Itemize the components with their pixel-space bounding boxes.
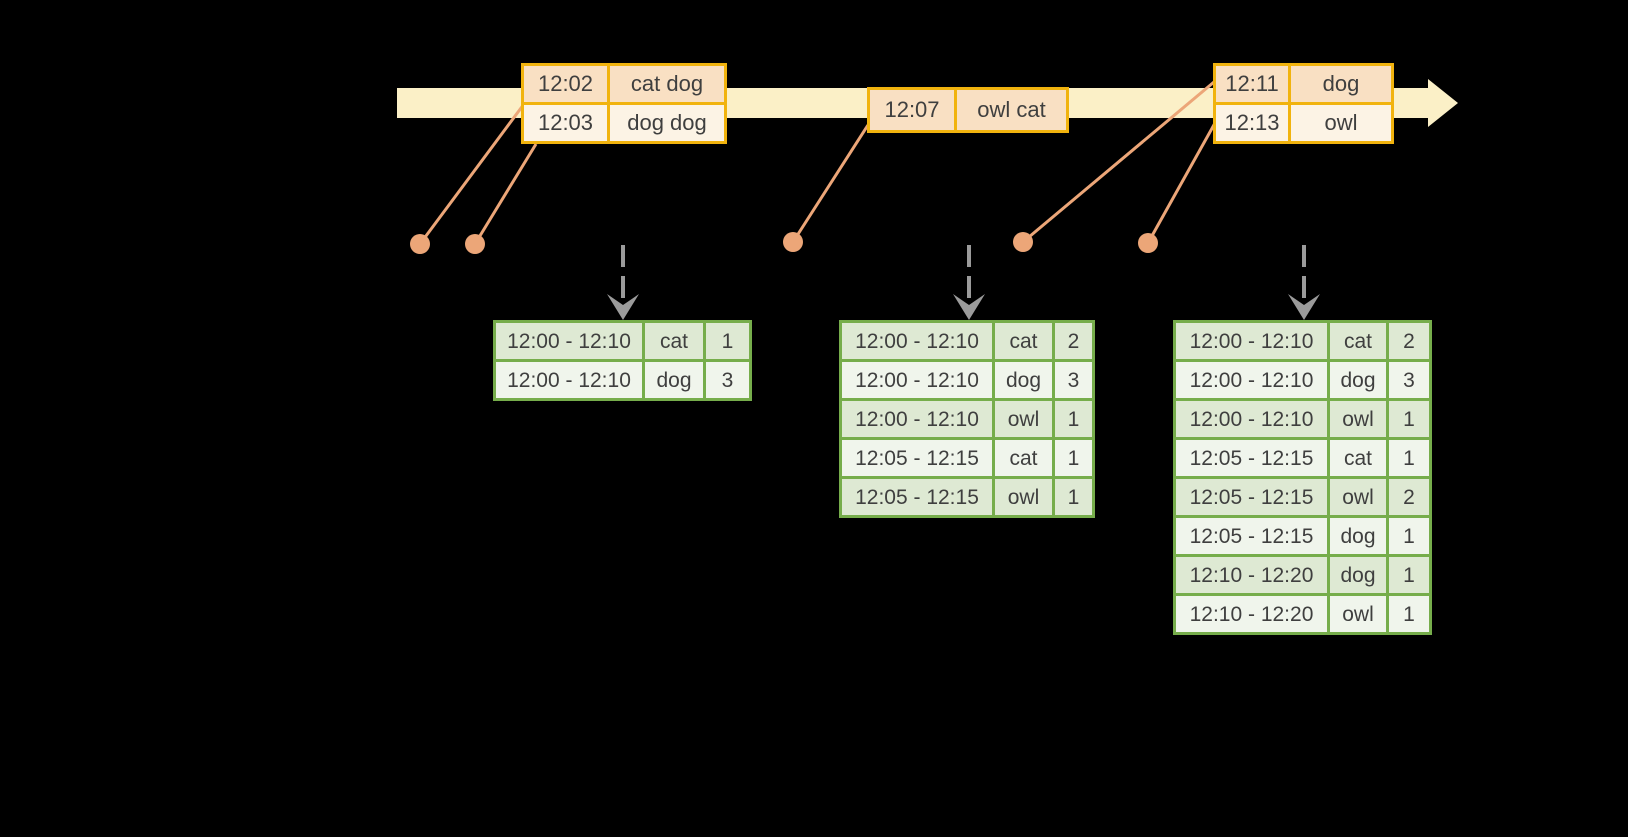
word-cell: dog <box>1330 362 1386 398</box>
word-cell: cat <box>995 440 1052 476</box>
word-cell: cat <box>645 323 703 359</box>
word-cell: cat <box>995 323 1052 359</box>
word-cell: dog <box>1330 557 1386 593</box>
count-cell: 3 <box>706 362 749 398</box>
count-cell: 1 <box>1389 518 1429 554</box>
window-cell: 12:10 - 12:20 <box>1176 596 1327 632</box>
trigger-arrow <box>953 245 985 320</box>
event-time-cell: 12:03 <box>524 105 607 141</box>
event-connector-lines <box>418 80 1217 245</box>
event-connector-line <box>473 143 538 245</box>
count-cell: 3 <box>1055 362 1092 398</box>
count-cell: 2 <box>1389 323 1429 359</box>
count-cell: 2 <box>1055 323 1092 359</box>
arrow-down-icon <box>1288 294 1320 320</box>
count-cell: 1 <box>1389 401 1429 437</box>
arrow-down-icon <box>607 294 639 320</box>
window-cell: 12:05 - 12:15 <box>1176 518 1327 554</box>
window-cell: 12:00 - 12:10 <box>1176 323 1327 359</box>
window-cell: 12:00 - 12:10 <box>842 362 992 398</box>
word-cell: dog <box>645 362 703 398</box>
window-cell: 12:00 - 12:10 <box>496 362 642 398</box>
word-cell: dog <box>1330 518 1386 554</box>
word-cell: dog <box>995 362 1052 398</box>
window-cell: 12:00 - 12:10 <box>842 401 992 437</box>
word-cell: owl <box>1330 596 1386 632</box>
result-table-1: 12:00 - 12:10 cat 1 12:00 - 12:10 dog 3 <box>493 320 752 401</box>
event-time-cell: 12:13 <box>1216 105 1288 141</box>
event-time-cell: 12:11 <box>1216 66 1288 102</box>
count-cell: 1 <box>1055 440 1092 476</box>
event-connector-line <box>1022 80 1215 244</box>
window-cell: 12:05 - 12:15 <box>842 479 992 515</box>
event-dot <box>465 234 485 254</box>
event-dot <box>410 234 430 254</box>
count-cell: 1 <box>1055 479 1092 515</box>
event-table-1: 12:02 cat dog 12:03 dog dog <box>521 63 727 144</box>
event-words-cell: dog dog <box>610 105 724 141</box>
event-connector-line <box>418 103 526 245</box>
event-dot <box>1138 233 1158 253</box>
result-table-3: 12:00 - 12:10 cat 2 12:00 - 12:10 dog 3 … <box>1173 320 1432 635</box>
word-cell: owl <box>1330 479 1386 515</box>
word-cell: owl <box>1330 401 1386 437</box>
word-cell: cat <box>1330 323 1386 359</box>
count-cell: 3 <box>1389 362 1429 398</box>
window-cell: 12:10 - 12:20 <box>1176 557 1327 593</box>
event-table-2: 12:07 owl cat <box>867 87 1069 133</box>
window-cell: 12:05 - 12:15 <box>1176 440 1327 476</box>
timeline-arrowhead-icon <box>1428 79 1458 127</box>
event-words-cell: owl <box>1291 105 1391 141</box>
event-dot <box>1013 232 1033 252</box>
window-cell: 12:00 - 12:10 <box>1176 401 1327 437</box>
event-connector-line <box>1146 122 1217 244</box>
result-table-2: 12:00 - 12:10 cat 2 12:00 - 12:10 dog 3 … <box>839 320 1095 518</box>
trigger-arrow <box>1288 245 1320 320</box>
window-cell: 12:00 - 12:10 <box>496 323 642 359</box>
word-cell: owl <box>995 479 1052 515</box>
trigger-arrow <box>607 245 639 320</box>
count-cell: 1 <box>1389 596 1429 632</box>
count-cell: 1 <box>1055 401 1092 437</box>
event-words-cell: owl cat <box>957 90 1066 130</box>
trigger-arrows <box>607 245 1320 320</box>
window-cell: 12:00 - 12:10 <box>1176 362 1327 398</box>
word-cell: cat <box>1330 440 1386 476</box>
event-time-cell: 12:07 <box>870 90 954 130</box>
count-cell: 1 <box>706 323 749 359</box>
event-dots <box>410 232 1158 254</box>
event-time-cell: 12:02 <box>524 66 607 102</box>
arrow-down-icon <box>953 294 985 320</box>
count-cell: 2 <box>1389 479 1429 515</box>
event-connector-line <box>791 124 870 243</box>
word-cell: owl <box>995 401 1052 437</box>
count-cell: 1 <box>1389 557 1429 593</box>
window-cell: 12:05 - 12:15 <box>842 440 992 476</box>
event-dot <box>783 232 803 252</box>
event-words-cell: dog <box>1291 66 1391 102</box>
window-cell: 12:00 - 12:10 <box>842 323 992 359</box>
window-cell: 12:05 - 12:15 <box>1176 479 1327 515</box>
event-words-cell: cat dog <box>610 66 724 102</box>
count-cell: 1 <box>1389 440 1429 476</box>
event-table-3: 12:11 dog 12:13 owl <box>1213 63 1394 144</box>
